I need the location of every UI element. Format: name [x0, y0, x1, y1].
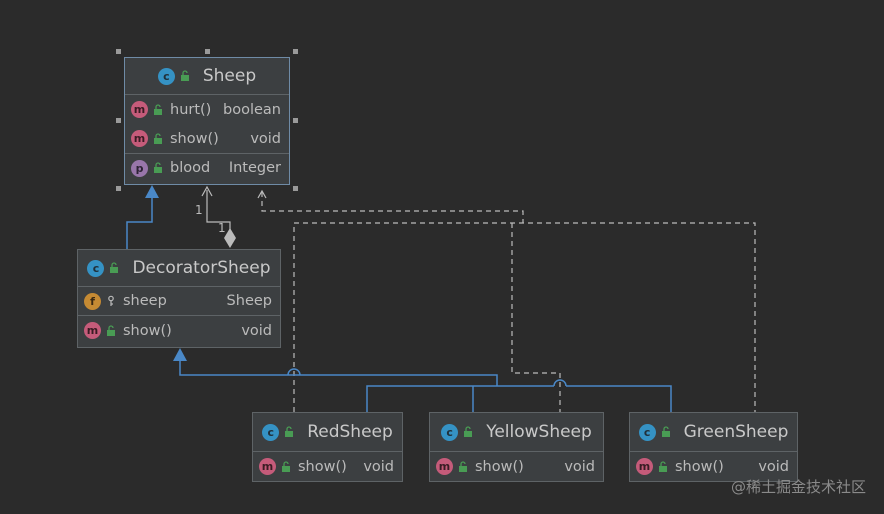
- concrete-extends-decorator-edges[interactable]: [173, 348, 672, 412]
- subclasses-depend-on-sheep-edges[interactable]: [257, 189, 756, 412]
- class-name: GreenSheep: [683, 422, 789, 442]
- class-name: YellowSheep: [486, 422, 592, 442]
- class-decoratorsheep-header[interactable]: c DecoratorSheep: [78, 250, 280, 287]
- field-icon: f: [84, 292, 101, 310]
- class-greensheep[interactable]: c GreenSheep m show() void: [629, 412, 798, 482]
- public-lock-icon: [280, 460, 292, 473]
- multiplicity-sheep-end: 1: [195, 203, 203, 217]
- public-lock-icon: [283, 426, 295, 438]
- method-return-type: boolean: [223, 101, 281, 118]
- method-row[interactable]: m show() void: [430, 452, 603, 481]
- property-row[interactable]: p blood Integer: [125, 153, 289, 182]
- method-return-type: void: [564, 458, 595, 475]
- public-lock-icon: [108, 262, 120, 274]
- resize-handle-w[interactable]: [116, 118, 121, 123]
- resize-handle-e[interactable]: [293, 118, 298, 123]
- method-name: show(): [298, 458, 347, 475]
- class-redsheep[interactable]: c RedSheep m show() void: [252, 412, 403, 482]
- field-row[interactable]: f sheep Sheep: [78, 287, 280, 316]
- method-icon: m: [259, 458, 276, 475]
- method-name: show(): [475, 458, 524, 475]
- public-lock-icon: [152, 132, 164, 145]
- public-lock-icon: [152, 162, 164, 174]
- resize-handle-se[interactable]: [293, 186, 298, 191]
- method-name: hurt(): [170, 101, 212, 118]
- method-icon: m: [84, 322, 101, 339]
- class-redsheep-header[interactable]: c RedSheep: [253, 413, 402, 452]
- method-icon: m: [436, 458, 453, 475]
- public-lock-icon: [660, 426, 672, 438]
- method-name: show(): [675, 458, 724, 475]
- public-lock-icon: [179, 70, 191, 82]
- class-name: Sheep: [202, 66, 257, 86]
- method-return-type: void: [363, 458, 394, 475]
- class-icon: c: [262, 423, 280, 441]
- class-name: DecoratorSheep: [132, 258, 271, 278]
- resize-handle-sw[interactable]: [116, 186, 121, 191]
- field-type: Sheep: [226, 293, 272, 309]
- public-lock-icon: [105, 324, 117, 337]
- class-name: RedSheep: [307, 422, 393, 442]
- private-key-icon: [105, 295, 117, 307]
- multiplicity-decorator-end: 1: [218, 221, 226, 235]
- decorator-aggregates-sheep-edge[interactable]: [201, 185, 236, 248]
- class-decoratorsheep[interactable]: c DecoratorSheep f sheep Sheep m show() …: [77, 249, 281, 348]
- property-icon: p: [131, 159, 148, 177]
- resize-handle-ne[interactable]: [293, 49, 298, 54]
- method-icon: m: [131, 101, 148, 118]
- class-icon: c: [157, 67, 175, 85]
- method-name: show(): [123, 322, 172, 339]
- class-yellowsheep[interactable]: c YellowSheep m show() void: [429, 412, 604, 482]
- method-icon: m: [636, 458, 653, 475]
- class-yellowsheep-header[interactable]: c YellowSheep: [430, 413, 603, 452]
- method-row[interactable]: m show() void: [630, 452, 797, 481]
- method-icon: m: [131, 130, 148, 147]
- property-type: Integer: [228, 160, 281, 176]
- method-name: show(): [170, 130, 219, 147]
- method-return-type: void: [250, 130, 281, 147]
- public-lock-icon: [462, 426, 474, 438]
- decorator-extends-sheep-edge[interactable]: [126, 185, 159, 250]
- method-row[interactable]: m hurt() boolean: [125, 95, 289, 124]
- property-name: blood: [170, 160, 211, 176]
- public-lock-icon: [657, 460, 669, 473]
- method-row[interactable]: m show() void: [78, 316, 280, 345]
- method-row[interactable]: m show() void: [125, 124, 289, 153]
- public-lock-icon: [457, 460, 469, 473]
- field-name: sheep: [123, 293, 167, 309]
- class-icon: c: [441, 423, 459, 441]
- method-return-type: void: [241, 322, 272, 339]
- watermark: @稀土掘金技术社区: [730, 478, 866, 496]
- class-icon: c: [638, 423, 656, 441]
- class-icon: c: [87, 259, 105, 277]
- public-lock-icon: [152, 103, 164, 116]
- resize-handle-n[interactable]: [205, 49, 210, 54]
- method-row[interactable]: m show() void: [253, 452, 402, 481]
- class-sheep[interactable]: c Sheep m hurt() boolean m show() void p…: [124, 57, 290, 185]
- class-greensheep-header[interactable]: c GreenSheep: [630, 413, 797, 452]
- method-return-type: void: [758, 458, 789, 475]
- class-sheep-header[interactable]: c Sheep: [125, 58, 289, 95]
- resize-handle-nw[interactable]: [116, 49, 121, 54]
